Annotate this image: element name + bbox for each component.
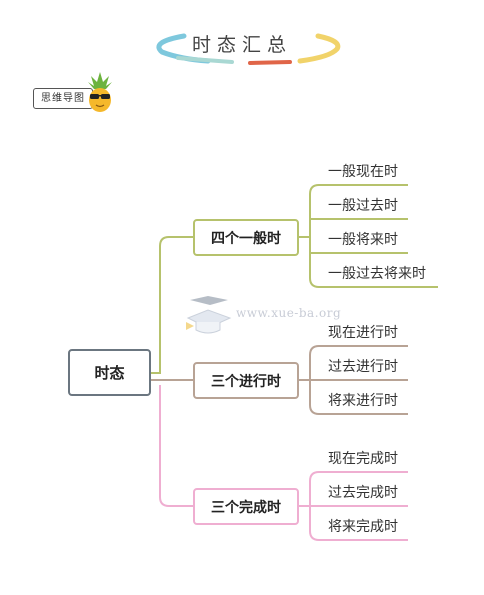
branch-simple-tenses[interactable]: 四个一般时 xyxy=(193,219,299,256)
connector-root-simple xyxy=(151,236,193,374)
leaf-simple-past[interactable]: 一般过去时 xyxy=(328,198,398,214)
watermark-text: www.xue-ba.org xyxy=(236,306,342,320)
page-title: 时态汇总 xyxy=(191,34,292,56)
graduation-cap-icon xyxy=(186,296,232,334)
leaf-future-perfect[interactable]: 将来完成时 xyxy=(328,519,398,535)
pineapple-mascot-icon xyxy=(88,72,112,112)
leaf-present-perfect[interactable]: 现在完成时 xyxy=(328,451,398,467)
leaf-past-progressive[interactable]: 过去进行时 xyxy=(328,359,398,375)
connector-progressive-leaves xyxy=(299,345,408,415)
branch-progressive-tenses[interactable]: 三个进行时 xyxy=(193,362,299,399)
connector-perfect-leaves xyxy=(299,471,408,541)
leaf-simple-present[interactable]: 一般现在时 xyxy=(328,164,398,180)
leaf-present-progressive[interactable]: 现在进行时 xyxy=(328,325,398,341)
leaf-past-perfect[interactable]: 过去完成时 xyxy=(328,485,398,501)
mindmap-badge: 思维导图 xyxy=(33,88,93,109)
leaf-simple-future[interactable]: 一般将来时 xyxy=(328,232,398,248)
leaf-past-future[interactable]: 一般过去将来时 xyxy=(328,266,426,282)
header-arc-decoration xyxy=(156,33,341,65)
root-node-tenses[interactable]: 时态 xyxy=(68,349,151,396)
leaf-future-progressive[interactable]: 将来进行时 xyxy=(328,393,398,409)
connector-root-perfect xyxy=(159,385,193,507)
connector-simple-leaves xyxy=(299,184,438,288)
branch-perfect-tenses[interactable]: 三个完成时 xyxy=(193,488,299,525)
